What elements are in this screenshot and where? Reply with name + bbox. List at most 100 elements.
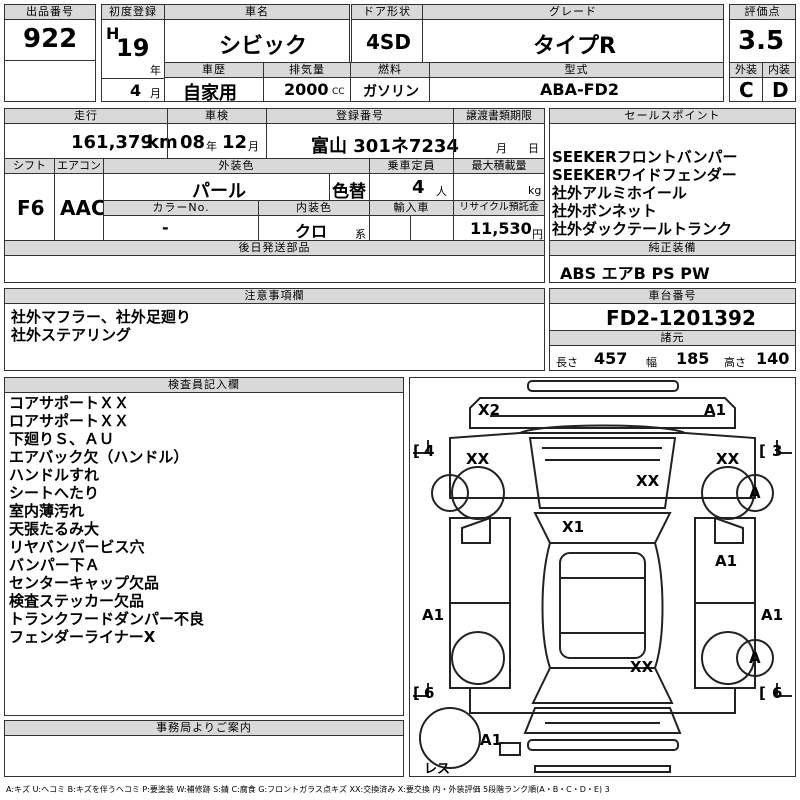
first-reg-month-cell: 4 月 (101, 78, 165, 102)
car-name-cell: シビック (164, 19, 350, 63)
transfer-cell: 月 日 (453, 123, 545, 159)
car-name-label: 車名 (164, 4, 350, 20)
mark-trunk: XX (630, 658, 654, 676)
shift-label: シフト (4, 158, 55, 174)
mark-hood: XX (636, 472, 660, 490)
color-no-label: カラーNo. (103, 200, 259, 216)
history-value: 自家用 (183, 83, 237, 104)
grade-value: タイプR (533, 34, 616, 59)
sales-point-item: SEEKERフロントバンパー (552, 148, 738, 166)
inspector-item: センターキャップ欠品 (9, 574, 160, 592)
score-label: 評価点 (729, 4, 796, 20)
mark-roof: X1 (562, 518, 584, 536)
equipment-value: ABS エアB PS PW (560, 264, 710, 283)
import-cell-a (369, 215, 411, 241)
reg-year-unit: 年 (150, 64, 161, 77)
transfer-month-unit: 月 (496, 142, 507, 155)
mark-fr-wheel: XX (716, 450, 740, 468)
lot-number: 922 (23, 24, 78, 54)
interior-value: D (772, 78, 789, 102)
chassis-cell: FD2-1201392 (549, 303, 796, 331)
sales-points-cell: SEEKERフロントバンパー SEEKERワイドフェンダー 社外アルミホイール … (549, 123, 796, 241)
color-no-cell: - (103, 215, 259, 241)
mark-right-door: A1 (715, 552, 737, 570)
specs-label: 諸元 (549, 330, 796, 346)
door-cell: 4SD (351, 19, 423, 63)
int-color-label: 内装色 (258, 200, 370, 216)
note-line: 社外ステアリング (11, 326, 132, 344)
import-cell-b (410, 215, 454, 241)
exterior-label: 外装 (729, 62, 763, 78)
inspector-item: リヤバンパービス穴 (9, 538, 145, 556)
equipment-label: 純正装備 (549, 240, 796, 256)
first-reg-year-cell: H 19 年 (101, 19, 165, 79)
door-label: ドア形状 (351, 4, 423, 20)
max-load-label: 最大積載量 (453, 158, 545, 174)
sales-point-item: 社外ボンネット (552, 202, 657, 220)
model-label: 型式 (429, 62, 724, 78)
notes-label: 注意事項欄 (4, 288, 545, 304)
tire-fl-bracket-open: [ (413, 442, 420, 460)
grade-cell: タイプR (422, 19, 724, 63)
inspection-label: 車検 (167, 108, 267, 124)
sales-point-item: SEEKERワイドフェンダー (552, 166, 737, 184)
tire-rr-value: 6 (772, 684, 782, 702)
interior-label: 内装 (762, 62, 796, 78)
repaint-cell: 色替 (329, 173, 370, 202)
inspection-year-unit: 年 (206, 140, 217, 153)
max-load-cell: kg (453, 173, 545, 201)
capacity-label: 乗車定員 (369, 158, 454, 174)
inspector-item: シートへたり (9, 484, 100, 502)
mileage-label: 走行 (4, 108, 168, 124)
inspector-item: ロアサポートＸＸ (9, 412, 130, 430)
exterior-cell: C (729, 77, 763, 102)
ext-color-cell: パール (103, 173, 330, 202)
lot-cell: 922 (4, 19, 96, 61)
mark-rr-rim: A (749, 649, 761, 667)
door-value: 4SD (366, 30, 411, 54)
plate-label: 登録番号 (266, 108, 454, 124)
inspection-year: 08 (180, 132, 206, 153)
notes-cell: 社外マフラー、社外足廻り 社外ステアリング (4, 303, 545, 371)
lot-label: 出品番号 (4, 4, 96, 20)
car-diagram: [ 4 [ 3 [ 6 [ 6 X2 A1 XX XX A XX X1 A1 A… (413, 380, 792, 777)
mark-front-bumper-left: X2 (478, 401, 500, 419)
interior-cell: D (762, 77, 796, 102)
inspector-item: フェンダーライナーX (9, 628, 156, 646)
inspection-month-unit: 月 (248, 140, 259, 153)
inspector-item: 室内薄汚れ (9, 502, 85, 520)
inspector-cell: コアサポートＸＸ ロアサポートＸＸ 下廻りＳ、ＡＵ エアバック欠（ハンドル） ハ… (4, 392, 404, 716)
int-color-cell: クロ 系 (258, 215, 370, 241)
inspector-item: トランクフードダンパー不良 (9, 610, 205, 628)
inspector-item: ハンドルすれ (9, 466, 100, 484)
capacity-value: 4 (412, 177, 425, 198)
exterior-value: C (739, 78, 754, 102)
chassis-value: FD2-1201392 (606, 306, 756, 330)
mileage-unit: km (147, 132, 178, 153)
note-line: 社外マフラー、社外足廻り (11, 308, 191, 326)
office-label: 事務局よりご案内 (4, 720, 404, 736)
inspector-item: コアサポートＸＸ (9, 394, 130, 412)
tire-rl-value: 6 (424, 684, 434, 702)
inspector-item: 下廻りＳ、ＡＵ (9, 430, 115, 448)
max-load-unit: kg (528, 184, 542, 197)
repaint-value: 色替 (332, 182, 366, 202)
later-parts-cell (4, 255, 545, 283)
mileage-cell: 161,379 km (4, 123, 178, 159)
recycle-label: リサイクル預託金 (453, 200, 545, 216)
length-value: 457 (594, 349, 628, 368)
mark-front-bumper-right: A1 (704, 401, 726, 419)
aircon-cell: AAC (54, 173, 106, 241)
sales-points-label: セールスポイント (549, 108, 796, 124)
plate-cell: 富山 301ネ7234 (266, 123, 459, 159)
lot-blank-cell (4, 60, 96, 102)
mark-fl-wheel: XX (466, 450, 490, 468)
equipment-cell: ABS エアB PS PW (549, 255, 796, 283)
shift-cell: F6 (4, 173, 55, 241)
capacity-cell: 4 人 (369, 173, 454, 201)
mark-left-body: A1 (422, 606, 444, 624)
era: H (106, 24, 120, 43)
displacement-unit: CC (332, 87, 345, 97)
height-value: 140 (756, 349, 790, 368)
inspection-cell: 08 年 12 月 (167, 123, 267, 159)
